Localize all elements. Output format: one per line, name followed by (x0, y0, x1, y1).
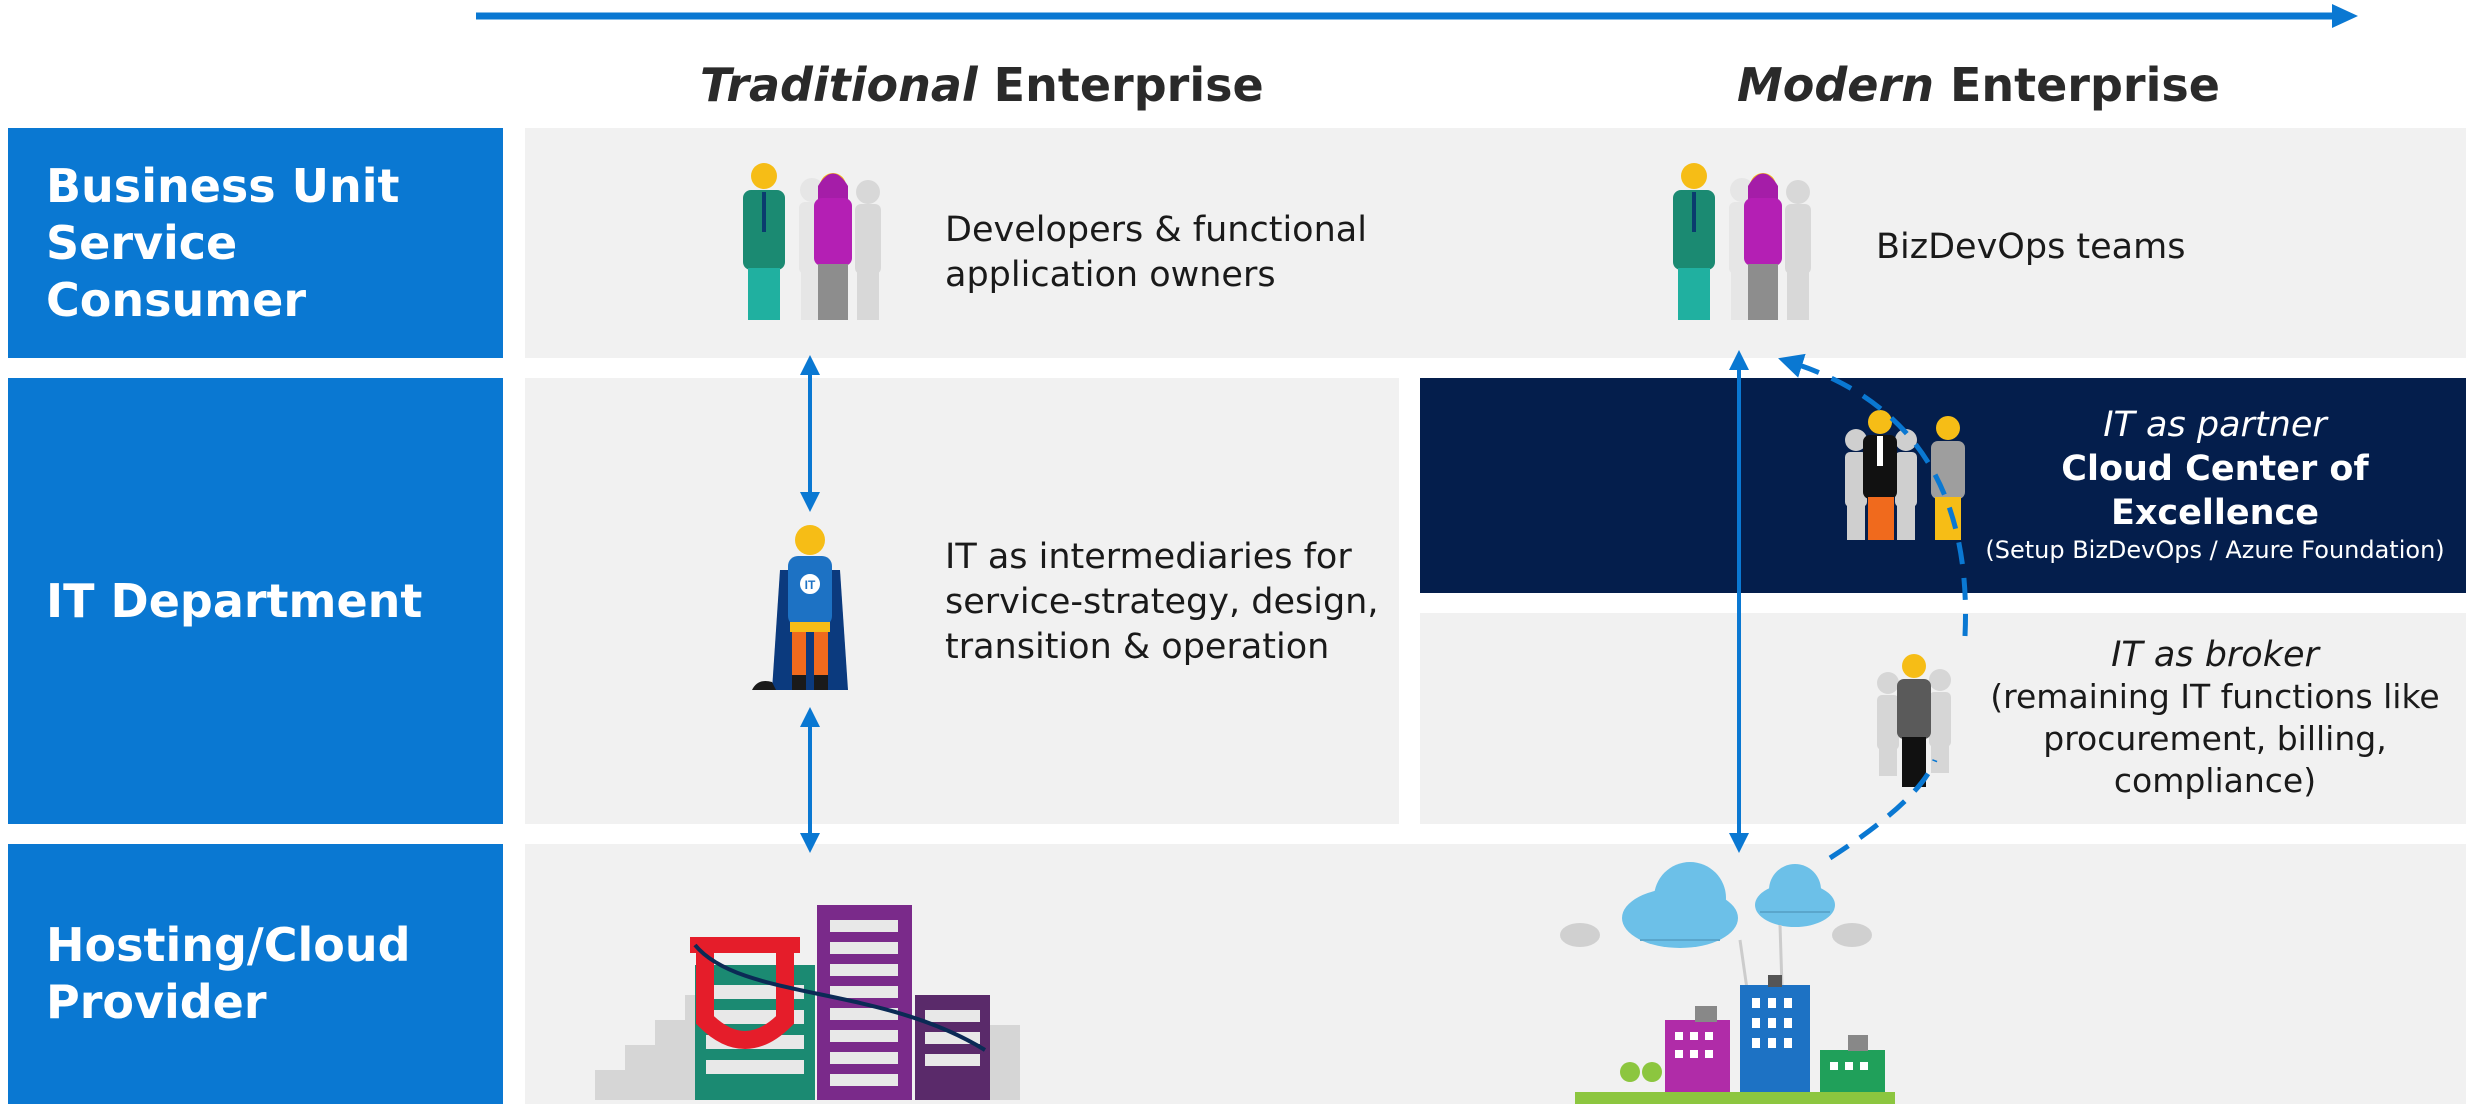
ccoe-text-block: IT as partner Cloud Center of Excellence… (1985, 403, 2445, 565)
modern-header-rest: Enterprise (1933, 58, 2220, 112)
it-broker-people-icon (1877, 654, 1951, 787)
it-broker-text-block: IT as broker (remaining IT functions lik… (1985, 634, 2445, 802)
developers-text: Developers & functional application owne… (945, 210, 1367, 295)
row-label-business-unit: Business Unit Service Consumer (8, 128, 503, 358)
datacenter-servers-icon (595, 905, 1020, 1100)
ccoe-subtitle: (Setup BizDevOps / Azure Foundation) (1985, 536, 2445, 564)
bizdevops-text: BizDevOps teams (1876, 227, 2186, 267)
modern-dashed-connector (1778, 353, 1969, 861)
cloud-city-icon (1560, 862, 1895, 1104)
ccoe-people-icon (1845, 410, 1965, 540)
traditional-header-rest: Enterprise (977, 58, 1264, 112)
modern-enterprise-header: Modern Enterprise (1737, 58, 2220, 112)
traditional-header-italic: Traditional (700, 58, 978, 112)
bizdevops-people-icon (1673, 163, 1811, 320)
it-as-partner-title: IT as partner (2103, 405, 2327, 445)
row-label-business-unit-text: Business Unit Service Consumer (46, 158, 400, 327)
it-intermediaries-text: IT as intermediaries for service-strateg… (945, 537, 1379, 667)
traditional-it-panel (525, 378, 1399, 824)
ccoe-title: Cloud Center of Excellence (2061, 449, 2369, 533)
row-label-it-department-text: IT Department (46, 573, 423, 628)
row-label-hosting: Hosting/Cloud Provider (8, 844, 503, 1104)
it-badge-text: IT (805, 578, 816, 592)
traditional-enterprise-header: Traditional Enterprise (700, 58, 1264, 112)
modern-header-italic: Modern (1737, 58, 1934, 112)
developers-people-icon (743, 163, 881, 320)
it-broker-text: (remaining IT functions like procurement… (1990, 677, 2440, 800)
row-label-it-department: IT Department (8, 378, 503, 824)
it-superhero-icon: IT (752, 525, 848, 690)
it-as-broker-title: IT as broker (2111, 635, 2319, 675)
row-label-hosting-text: Hosting/Cloud Provider (46, 918, 411, 1029)
